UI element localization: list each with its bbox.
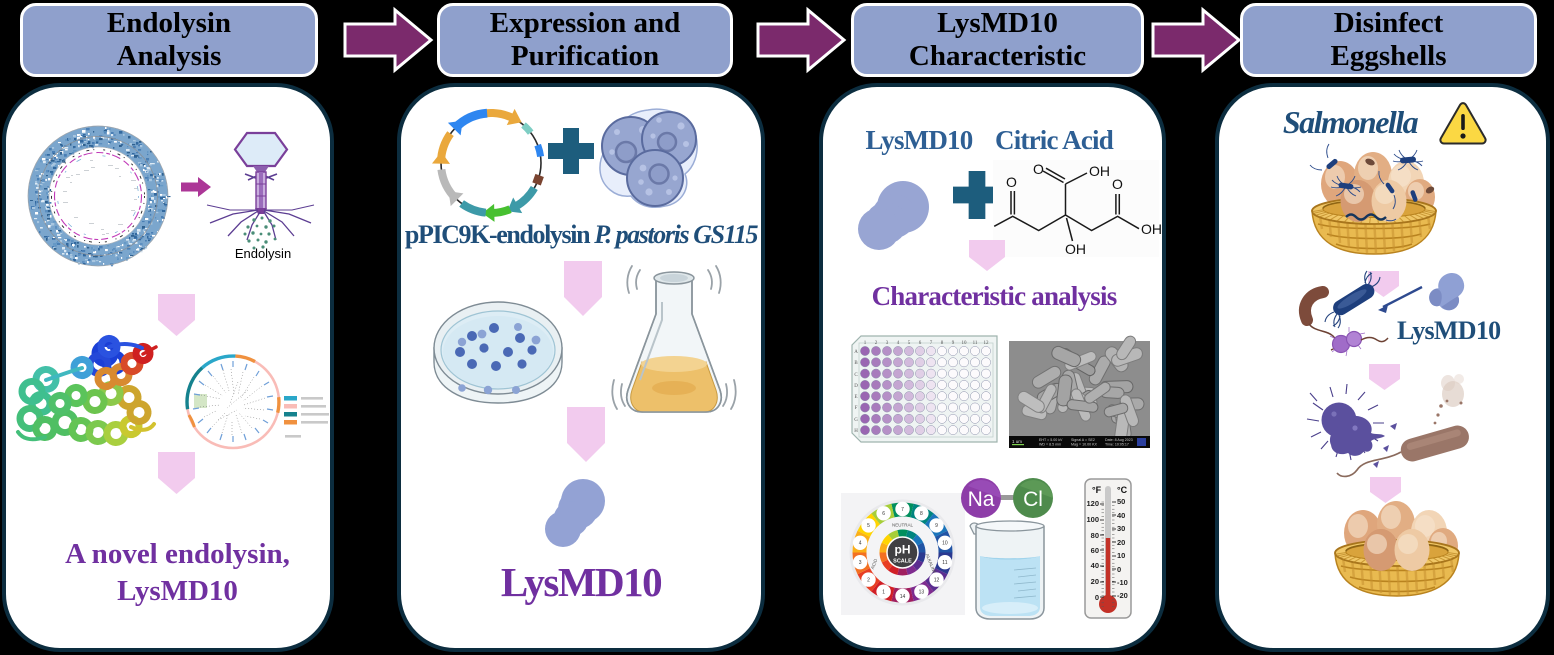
svg-text:40: 40	[1091, 561, 1099, 570]
svg-text:20: 20	[1117, 538, 1125, 547]
svg-text:°F: °F	[1092, 485, 1102, 495]
svg-text:Time: 10:05:17: Time: 10:05:17	[1105, 443, 1129, 447]
svg-text:O: O	[1112, 176, 1123, 192]
svg-text:20: 20	[1091, 577, 1099, 586]
svg-text:40: 40	[1117, 511, 1125, 520]
svg-text:10: 10	[942, 541, 948, 547]
svg-text:°C: °C	[1117, 485, 1128, 495]
svg-text:-10: -10	[1117, 578, 1128, 587]
svg-text:10: 10	[1117, 551, 1125, 560]
svg-text:80: 80	[1091, 531, 1099, 540]
svg-text:9: 9	[935, 523, 938, 529]
svg-text:O: O	[1033, 161, 1044, 177]
svg-text:pH: pH	[895, 543, 911, 557]
svg-text:C: C	[854, 373, 858, 378]
svg-text:7: 7	[930, 341, 933, 346]
svg-text:Na: Na	[968, 488, 995, 511]
svg-text:Signal A = SE2: Signal A = SE2	[1071, 438, 1095, 442]
svg-text:D: D	[854, 384, 858, 389]
svg-text:Mag = 10.00 KX: Mag = 10.00 KX	[1071, 443, 1097, 447]
svg-text:G: G	[854, 418, 858, 423]
svg-text:4: 4	[897, 341, 900, 346]
svg-text:B: B	[854, 361, 858, 366]
svg-text:7: 7	[901, 507, 904, 513]
svg-text:8: 8	[941, 341, 944, 346]
svg-text:5: 5	[867, 523, 870, 529]
svg-text:0: 0	[1117, 565, 1121, 574]
svg-text:NEUTRAL: NEUTRAL	[892, 523, 914, 528]
svg-text:ACID: ACID	[870, 557, 879, 570]
svg-text:10: 10	[962, 341, 968, 346]
svg-text:9: 9	[952, 341, 955, 346]
svg-text:2: 2	[867, 577, 870, 583]
svg-text:60: 60	[1091, 546, 1099, 555]
svg-text:2: 2	[875, 341, 878, 346]
svg-text:50: 50	[1117, 497, 1125, 506]
svg-text:-20: -20	[1117, 591, 1128, 600]
svg-text:1: 1	[882, 590, 885, 596]
svg-text:12: 12	[934, 577, 940, 583]
svg-text:H: H	[854, 429, 858, 434]
svg-text:6: 6	[919, 341, 922, 346]
svg-text:OH: OH	[1065, 241, 1086, 257]
svg-text:OH: OH	[1141, 221, 1162, 237]
svg-text:6: 6	[882, 511, 885, 517]
svg-text:3: 3	[886, 341, 889, 346]
svg-text:WD = 8.5 mm: WD = 8.5 mm	[1039, 443, 1061, 447]
svg-text:8: 8	[920, 511, 923, 517]
svg-text:F: F	[855, 406, 858, 411]
svg-text:11: 11	[973, 341, 978, 346]
svg-text:Date: 8 Aug 2023: Date: 8 Aug 2023	[1105, 438, 1133, 442]
svg-text:A: A	[854, 350, 858, 355]
svg-text:4: 4	[859, 541, 862, 547]
svg-text:13: 13	[919, 590, 925, 596]
svg-text:100: 100	[1086, 515, 1099, 524]
svg-text:12: 12	[984, 341, 990, 346]
svg-text:11: 11	[942, 560, 947, 566]
svg-text:E: E	[854, 395, 857, 400]
svg-text:1 um: 1 um	[1012, 439, 1022, 444]
svg-text:EHT = 5.00 kV: EHT = 5.00 kV	[1039, 438, 1063, 442]
svg-text:1: 1	[864, 341, 867, 346]
svg-text:0: 0	[1095, 593, 1099, 602]
svg-text:Cl: Cl	[1023, 488, 1043, 511]
svg-text:O: O	[1006, 174, 1017, 190]
svg-text:30: 30	[1117, 524, 1125, 533]
svg-text:14: 14	[900, 594, 906, 600]
svg-text:SCALE: SCALE	[893, 559, 912, 565]
svg-text:3: 3	[859, 560, 862, 566]
svg-text:OH: OH	[1089, 163, 1110, 179]
svg-text:120: 120	[1086, 499, 1099, 508]
svg-text:5: 5	[908, 341, 911, 346]
